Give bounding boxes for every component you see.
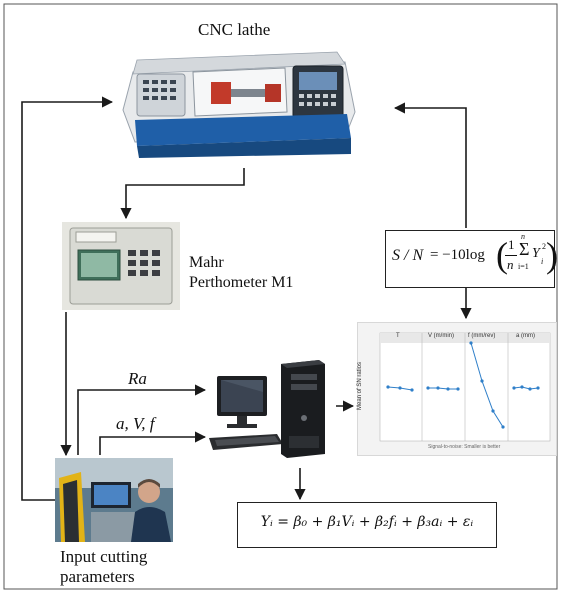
arrow-avf-to-pc xyxy=(99,431,207,455)
plot-panel-f: f (mm/rev) xyxy=(468,333,496,339)
diagram-frame xyxy=(3,3,558,590)
input-label-line2: parameters xyxy=(60,567,135,586)
sn-frac-n: n xyxy=(507,257,514,272)
cnc-lathe-label: CNC lathe xyxy=(198,20,271,39)
desktop-computer-image xyxy=(209,360,325,458)
plot-y-axis-label: Mean of SN ratios xyxy=(357,361,364,411)
sn-y-term: Y xyxy=(532,246,540,261)
plot-x-axis-label: Signal-to-noise: Smaller is better xyxy=(428,444,501,450)
plot-panel-v: V (m/min) xyxy=(428,333,454,339)
sn-frac-one: 1 xyxy=(508,237,515,252)
sn-sum-top: n xyxy=(521,232,525,241)
lathe-workpiece xyxy=(231,89,265,97)
sn-sum-sigma: Σ xyxy=(519,239,530,259)
sn-sum-bottom: i=1 xyxy=(518,262,529,271)
regression-formula: Yᵢ = β₀ + β₁Vᵢ + β₂fᵢ + β₃aᵢ + εᵢ xyxy=(260,514,474,530)
plot-svg xyxy=(379,332,551,442)
lathe-base xyxy=(135,114,351,146)
ra-label: Ra xyxy=(128,369,147,388)
sn-sup-2: 2 xyxy=(542,242,546,251)
arrow-sn-to-lathe xyxy=(393,102,467,228)
lathe-chuck xyxy=(211,82,231,104)
arrow-lathe-to-mahr xyxy=(120,168,245,220)
sn-paren-open: ( xyxy=(496,235,508,275)
cnc-lathe-image xyxy=(122,51,356,158)
avf-label: a, V, f xyxy=(116,414,155,433)
arrow-input-to-lathe xyxy=(21,96,114,501)
sn-frac-bar xyxy=(505,255,517,256)
operator-body xyxy=(131,507,171,542)
mahr-label-line2: Perthometer M1 xyxy=(189,274,294,291)
lathe-tailstock xyxy=(265,84,281,102)
sn-paren-close: ) xyxy=(546,235,558,275)
lathe-left-panel xyxy=(136,73,186,117)
mahr-label-line1: Mahr xyxy=(189,254,224,271)
lathe-top-cover xyxy=(132,51,346,75)
operator-photo xyxy=(55,458,173,542)
sn-ratio-formula-box: S / N = −10log ( 1 n n Σ i=1 Y i 2 ) xyxy=(385,230,558,288)
operator-head xyxy=(138,481,160,503)
regression-formula-box: Yᵢ = β₀ + β₁Vᵢ + β₂fᵢ + β₃aᵢ + εᵢ xyxy=(237,502,497,548)
sn-main-effects-plot: T V (m/min) f (mm/rev) a (mm) Mean of SN… xyxy=(357,322,557,456)
input-label-line1: Input cutting xyxy=(60,547,148,566)
arrow-ra-to-pc xyxy=(77,384,207,455)
plot-panel-a: a (mm) xyxy=(516,333,535,339)
mahr-perthometer-image xyxy=(62,222,180,310)
sn-eq: = −10log xyxy=(430,247,485,263)
sn-lhs: S / N xyxy=(392,247,424,264)
sn-sub-i: i xyxy=(541,257,544,266)
plot-panel-t: T xyxy=(396,333,400,339)
